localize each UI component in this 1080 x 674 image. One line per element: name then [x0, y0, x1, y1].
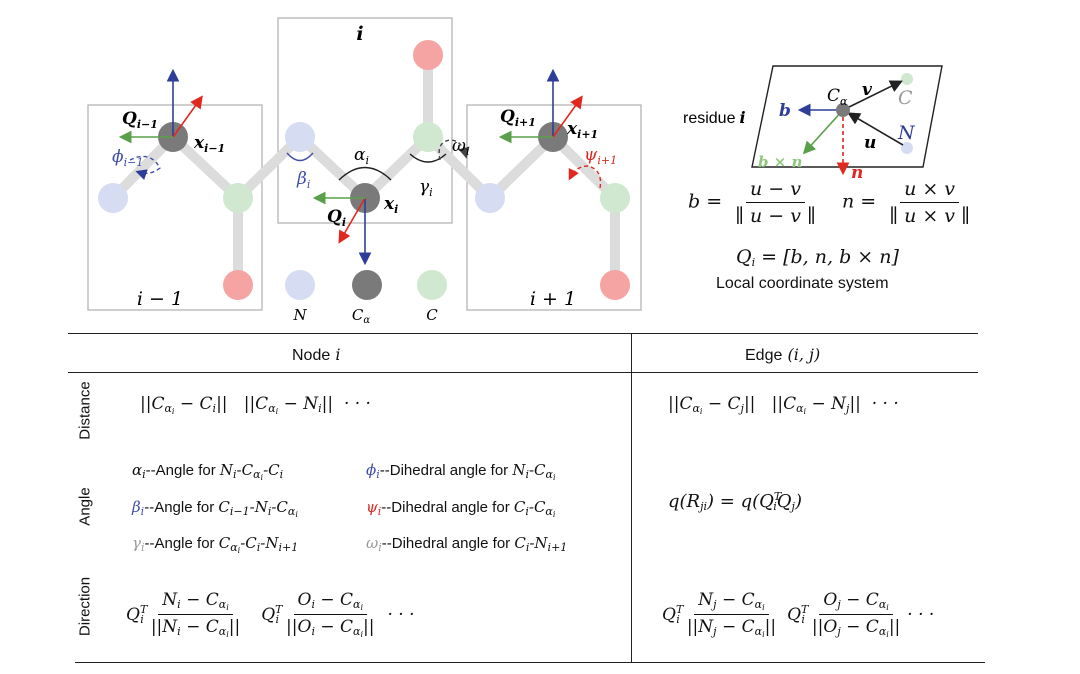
label-psi-next: ψi+1 — [584, 145, 617, 167]
c-atom — [413, 122, 443, 152]
formula-b-den: ∥ u − v ∥ — [735, 205, 816, 227]
local-frame-caption: Local coordinate system — [716, 275, 889, 292]
distance-edge-expression: ||Cαi − Cj|| ||Cαi − Nj|| · · · — [668, 394, 899, 416]
formula-q-definition: Qi = [b, n, b × n] — [736, 246, 899, 269]
table-bottom-rule — [75, 662, 985, 664]
backbone-bonds — [108, 50, 620, 290]
angle-arc-gamma — [409, 153, 447, 163]
distance-node-expression: ||Cαi − Ci|| ||Cαi − Ni|| · · · — [140, 394, 371, 416]
c-atom — [600, 183, 630, 213]
o-atom — [600, 270, 630, 300]
formula-n-den: ∥ u × v ∥ — [889, 205, 970, 227]
angle-beta-item: βi--Angle for Ci−1-Ni-Cαi — [132, 498, 298, 519]
angle-arc-alpha — [338, 166, 392, 181]
legend-c-label: C — [426, 306, 438, 324]
frame-u-label: u — [864, 133, 876, 153]
formula-b-lhs: b = — [688, 190, 723, 213]
residue-box-prev — [87, 104, 263, 311]
label-gamma: γi — [419, 177, 433, 199]
label-q-prev: Qi−1 — [122, 109, 158, 131]
direction-edge-expression: QTi Nj − Cαi||Nj − Cαi|| QTi Oj − Cαi||O… — [662, 590, 935, 639]
label-x-prev: xi−1 — [193, 133, 225, 155]
label-omega: ωi — [452, 136, 469, 158]
header-node: Node i — [292, 345, 341, 364]
row-label-distance: Distance — [76, 381, 94, 440]
box-label-next: i + 1 — [530, 288, 576, 310]
n-atom — [98, 183, 128, 213]
legend-c-atom — [417, 270, 447, 300]
o-atom — [223, 270, 253, 300]
formula-b: b = u − v ∥ u − v ∥ — [688, 178, 823, 227]
dihedral-arc-phi — [129, 155, 161, 180]
frame-b-label: b — [779, 101, 791, 121]
axis-arrow-red — [172, 95, 203, 138]
c-atom — [223, 183, 253, 213]
axis-arrow-red — [552, 95, 583, 138]
label-q-next: Qi+1 — [500, 107, 536, 129]
angle-omega-item: ωi--Dihedral angle for Ci-Ni+1 — [366, 534, 568, 554]
label-x-next: xi+1 — [566, 119, 598, 141]
angle-gamma-item: γi--Angle for Cαi-Ci-Ni+1 — [132, 534, 299, 555]
angle-phi-item: ϕi--Dihedral angle for Ni-Cαi — [366, 461, 556, 482]
frame-n-atom-label: N — [897, 122, 916, 144]
box-label-prev: i − 1 — [137, 288, 183, 310]
box-label-current: i — [356, 23, 363, 45]
table-header-rule — [68, 372, 978, 374]
label-alpha: αi — [354, 145, 369, 167]
label-phi-prev: ϕi−1 — [112, 147, 143, 169]
o-atom — [413, 40, 443, 70]
angle-alpha-item: αi--Angle for Ni-Cαi-Ci — [132, 461, 284, 482]
local-frame-diagram — [751, 65, 943, 176]
direction-node-expression: QTi Ni − Cαi||Ni − Cαi|| QTi Oi − Cαi||O… — [126, 590, 415, 639]
frame-n-label: n — [851, 163, 863, 183]
legend-ca-label: Cα — [352, 306, 370, 326]
row-label-direction: Direction — [76, 576, 94, 637]
table-column-divider — [631, 333, 633, 662]
frame-v-label: v — [862, 80, 873, 100]
formula-n: n = u × v ∥ u × v ∥ — [842, 178, 977, 227]
formula-n-frac: u × v ∥ u × v ∥ — [885, 178, 974, 227]
protein-backbone-diagram: i − 1 i i + 1 N Cα C Qi−1 xi−1 ϕi−1 βi α… — [87, 17, 943, 326]
formula-n-num: u × v — [900, 178, 960, 203]
label-beta: βi — [296, 169, 310, 191]
dihedral-arc-psi — [568, 165, 602, 189]
axis-arrow-red — [338, 197, 366, 244]
formula-n-lhs: n = — [842, 190, 877, 213]
n-atom — [285, 122, 315, 152]
frame-bxn-label: b × n — [758, 153, 802, 171]
header-edge: Edge (i, j) — [745, 345, 821, 364]
n-atom — [475, 183, 505, 213]
frame-ca-label: Cα — [827, 86, 848, 108]
edge-angle-expression: q(Rji) = q(QTiQj) — [668, 490, 802, 513]
residue-box-next — [466, 104, 642, 311]
legend-n-atom — [285, 270, 315, 300]
table-top-rule — [68, 333, 978, 335]
frame-c-label: C — [898, 87, 913, 109]
formula-b-num: u − v — [745, 178, 805, 203]
angle-psi-item: ψi--Dihedral angle for Ci-Cαi — [366, 498, 556, 519]
formula-b-frac: u − v ∥ u − v ∥ — [731, 178, 820, 227]
label-x-i: xi — [383, 194, 398, 216]
label-q-i: Qi — [327, 207, 346, 229]
dihedral-arc-omega — [438, 139, 470, 161]
row-label-angle: Angle — [76, 487, 94, 526]
legend-n-label: N — [292, 306, 307, 324]
angle-arc-beta — [286, 152, 314, 162]
legend-ca-atom — [352, 270, 382, 300]
